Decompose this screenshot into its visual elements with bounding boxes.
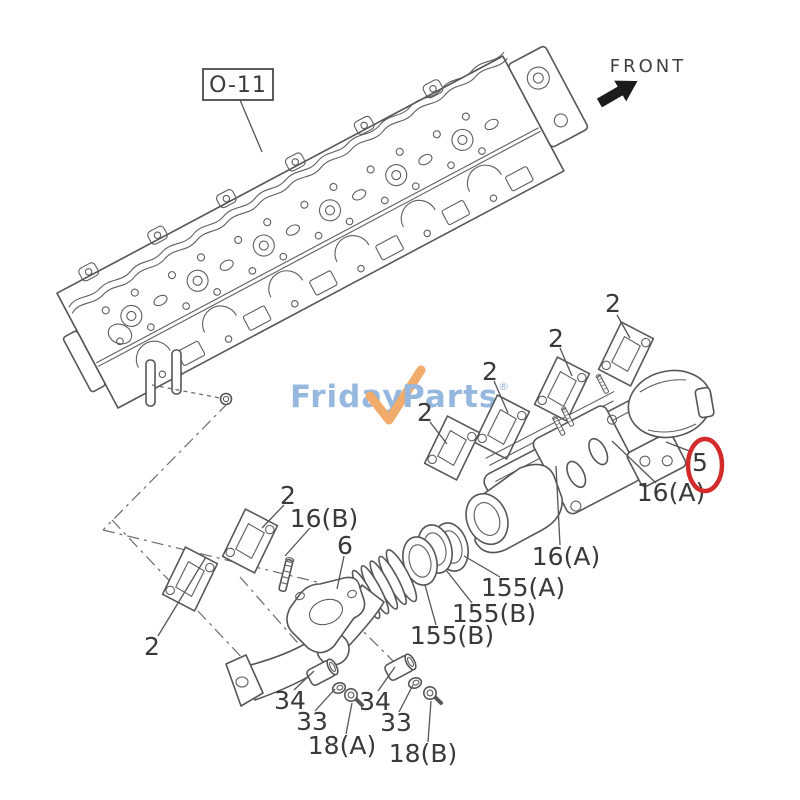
callout-bolt-18A: 18(A)	[308, 731, 376, 760]
front-arrow-icon	[596, 80, 638, 108]
head-stud	[145, 359, 156, 407]
assembly-axis-line	[111, 519, 248, 664]
reference-label: O-11	[209, 73, 267, 98]
gasket-drawing	[532, 354, 592, 424]
exhaust-manifold-drawing	[465, 369, 715, 554]
callout-flange-6: 6	[337, 531, 353, 560]
pipe-foot-flange	[225, 654, 264, 707]
callout-gasket-2: 2	[605, 289, 621, 318]
callout-gasket-2: 2	[482, 357, 498, 386]
callout-nut-33: 33	[380, 708, 412, 737]
manifold-stud	[594, 373, 610, 395]
pipe-stud-16B	[277, 555, 296, 593]
gasket-drawing	[220, 506, 280, 576]
assembly-axis-line	[239, 576, 319, 667]
callout-gasket-2: 2	[417, 398, 433, 427]
nut-33	[406, 675, 424, 691]
callout-gasket-2: 2	[280, 481, 296, 510]
callout-sleeve-34: 34	[359, 687, 391, 716]
callout-labels: 2 2 2 2 2 16(B) 6 2 5 16(A) 16(A) 155(A)…	[144, 289, 708, 768]
callout-seal-155B: 155(B)	[452, 599, 536, 628]
callout-seal-155B: 155(B)	[410, 621, 494, 650]
leader-lines	[157, 99, 693, 743]
callout-nut-33: 33	[296, 707, 328, 736]
bolt-18B	[421, 684, 443, 705]
head-fitting	[219, 392, 233, 406]
watermark: Friday Parts ®	[290, 365, 509, 425]
reference-box: O-11	[202, 68, 274, 101]
callout-manifold-5-highlighted: 5	[692, 448, 708, 477]
callout-bolt-18B: 18(B)	[389, 739, 457, 768]
watermark-check-icon	[365, 365, 426, 425]
watermark-registered-icon: ®	[498, 380, 509, 393]
head-stud	[171, 349, 182, 395]
pipe-bellows	[351, 549, 418, 620]
callout-gasket-2: 2	[144, 632, 160, 661]
head-end-port	[107, 323, 133, 345]
callout-stud-16B: 16(B)	[290, 504, 358, 533]
pipe-inlet-flange	[286, 576, 366, 654]
front-label: FRONT	[610, 56, 687, 77]
highlight-circle	[685, 436, 725, 494]
front-direction: FRONT	[596, 56, 687, 108]
assembly-axis-line	[102, 402, 229, 531]
watermark-parts-text: Parts	[402, 379, 498, 415]
callout-stud-16A: 16(A)	[532, 542, 600, 571]
gasket-drawing	[160, 544, 220, 614]
cylinder-head-drawing	[56, 45, 589, 409]
callout-sleeve-34: 34	[274, 686, 306, 715]
callout-gasket-2: 2	[548, 324, 564, 353]
assembly-axis-line	[151, 384, 221, 399]
callout-seal-155A: 155(A)	[481, 573, 565, 602]
